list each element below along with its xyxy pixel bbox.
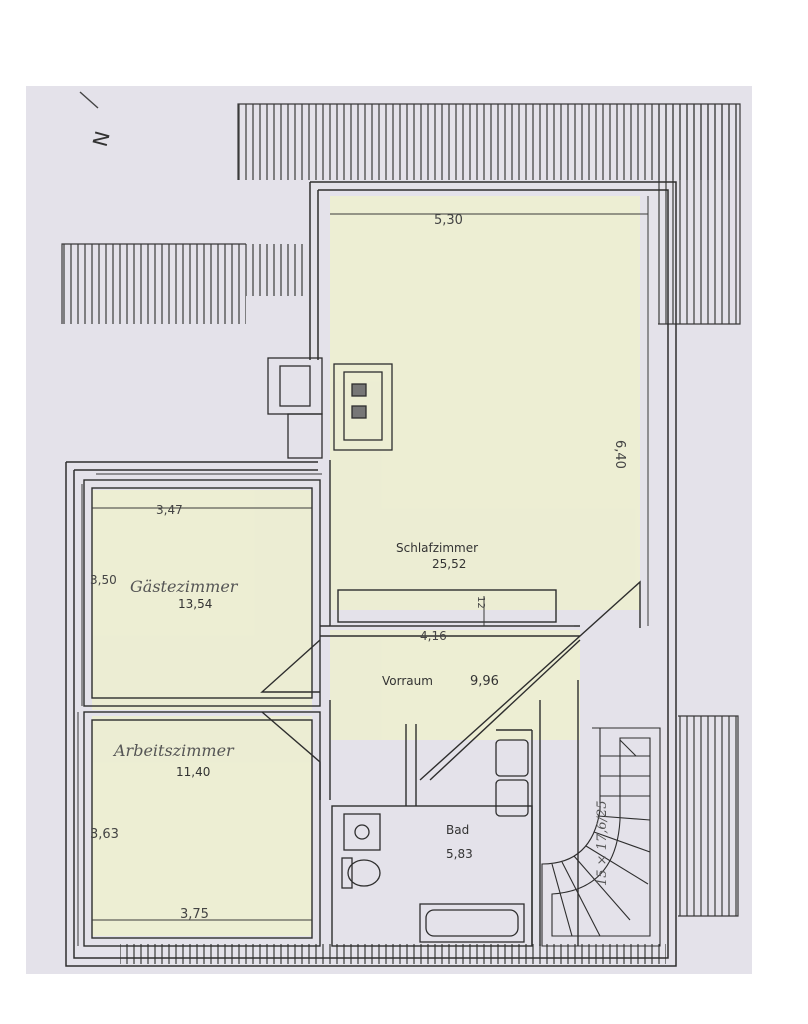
toilet-icon [341,857,353,889]
outer-walls [65,181,677,967]
roof-outline [61,103,741,917]
dimension-label: 6,40 [612,440,627,469]
dimension-label: 3,63 [90,827,119,842]
basin-icon [495,739,529,777]
highlight-wash [92,196,640,936]
bathtub-icon [419,903,525,943]
room-area: 9,96 [470,674,499,689]
room-area: 13,54 [178,597,212,611]
dimension-label: 4,16 [420,629,447,643]
room-area: 25,52 [432,557,466,571]
chimney [267,357,393,459]
room-name: Vorraum [382,674,433,688]
bath-fixtures [341,739,529,943]
dimension-label: 5,30 [434,213,463,228]
room-name: Arbeitszimmer [112,741,235,760]
basin-icon [495,779,529,817]
room-area: 11,40 [176,765,210,779]
roof-hatching [62,104,740,964]
dimension-label: 3,47 [156,503,183,517]
compass-label: N [88,128,115,149]
north-arrow-icon [79,91,99,109]
room-area: 5,83 [446,847,473,861]
dimension-label: 3,75 [180,907,209,922]
sink-icon [343,813,381,851]
room-name: Schlafzimmer [396,541,478,555]
dimension-lines [77,196,649,946]
vent-icon [351,383,367,397]
dimension-label: 12 [475,596,486,609]
spiral-staircase [541,727,661,947]
dimension-label: 3,50 [90,573,117,587]
room-name: Bad [446,823,469,837]
vent-icon [351,405,367,419]
stair-label: 15 × 17,6/25 [595,800,610,886]
room-name: Gästezimmer [130,577,239,596]
